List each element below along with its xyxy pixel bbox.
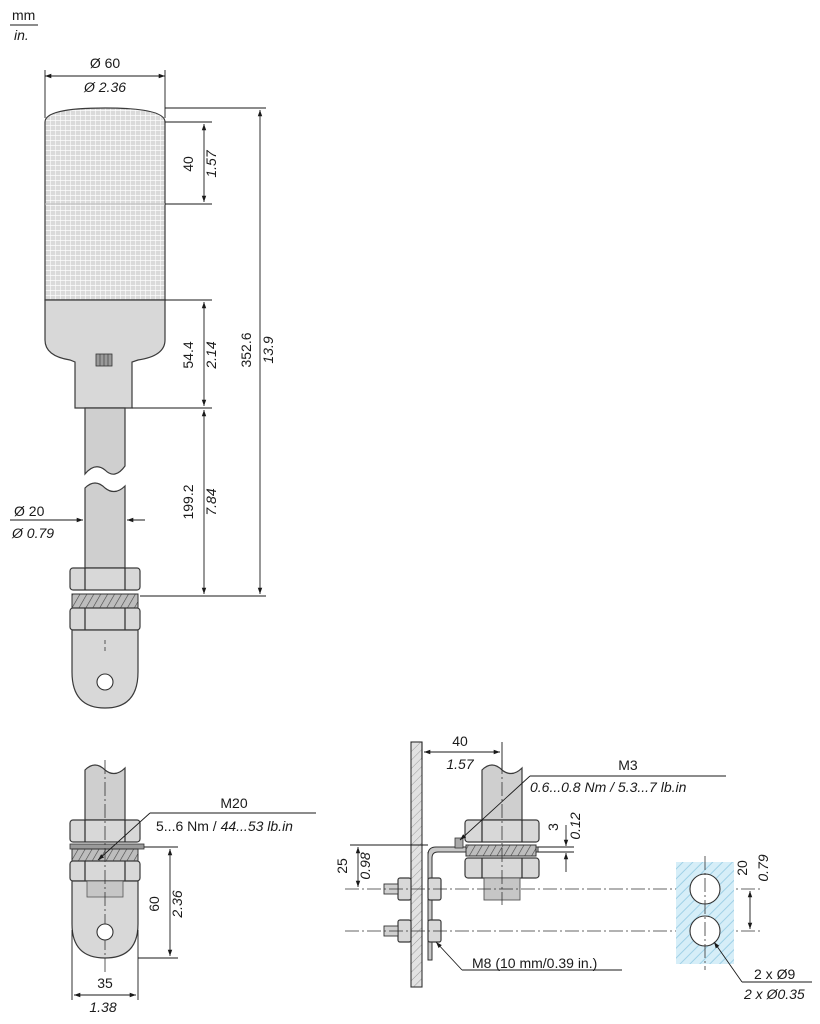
unit-metric: mm — [12, 7, 35, 23]
holes-mm: 2 x Ø9 — [754, 966, 795, 982]
thread-label: M20 — [220, 795, 247, 811]
tube-length-in: 7.84 — [203, 488, 219, 515]
hole-spacing-mm: 20 — [734, 860, 750, 876]
left-width-in: 1.38 — [89, 999, 116, 1015]
detail-left: M20 5...6 Nm / 44...53 lb.in 60 2.36 35 … — [69, 760, 316, 1015]
torque-mm: 5...6 Nm / — [156, 818, 221, 834]
total-in: 13.9 — [260, 336, 276, 363]
diameter-top-mm: Ø 60 — [90, 55, 121, 71]
segment-mm: 40 — [180, 156, 196, 172]
units-legend: mm in. — [10, 7, 38, 43]
torque-in: 44...53 lb.in — [221, 818, 294, 834]
tube-length-mm: 199.2 — [180, 484, 196, 519]
signal-tower — [44, 107, 166, 709]
right-height-in: 0.98 — [357, 852, 373, 879]
screw-torque: 0.6...0.8 Nm / 5.3...7 lb.in — [530, 779, 687, 795]
right-offset-in: 1.57 — [446, 756, 474, 772]
tube-diameter-in: Ø 0.79 — [11, 525, 54, 541]
right-offset-mm: 40 — [452, 733, 468, 749]
base-mm: 54.4 — [180, 341, 196, 368]
detail-right: 40 1.57 M3 0.6...0.8 Nm / 5.3...7 lb.in … — [334, 733, 812, 1002]
hole-spacing-in: 0.79 — [755, 854, 771, 881]
main-view: Ø 60 Ø 2.36 — [10, 55, 276, 709]
right-height-mm: 25 — [334, 858, 350, 874]
tube-diameter-mm: Ø 20 — [14, 503, 45, 519]
left-height-in: 2.36 — [169, 890, 185, 918]
diameter-top-in: Ø 2.36 — [83, 79, 126, 95]
left-height-mm: 60 — [146, 896, 162, 912]
total-mm: 352.6 — [238, 332, 254, 367]
unit-imperial: in. — [14, 27, 29, 43]
plate-mm: 3 — [545, 823, 561, 831]
plate-in: 0.12 — [567, 812, 583, 839]
holes-in: 2 x Ø0.35 — [743, 986, 805, 1002]
screw-m3-icon — [454, 837, 464, 849]
hole-pattern — [676, 856, 734, 970]
segment-in: 1.57 — [203, 149, 219, 177]
base-in: 2.14 — [203, 341, 219, 369]
bolt-label: M8 (10 mm/0.39 in.) — [472, 955, 597, 971]
screw-label: M3 — [618, 757, 638, 773]
left-width-mm: 35 — [97, 975, 113, 991]
torque-label: 5...6 Nm / 44...53 lb.in — [156, 818, 293, 834]
